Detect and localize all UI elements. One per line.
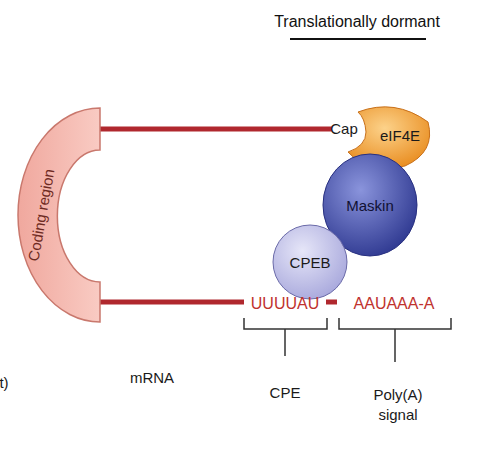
cpeb-protein: CPEB [272, 224, 348, 300]
sequence-label: UUUUAU [251, 293, 319, 315]
node-outline [10, 100, 110, 330]
sequence-label: AAUAAA-A [354, 293, 435, 315]
cropped-text: t) [0, 373, 9, 393]
bracket [339, 318, 451, 362]
mrna-strand [100, 127, 332, 132]
diagram-title: Translationally dormant [274, 13, 440, 31]
element-label: CPE [270, 383, 301, 403]
node-label: Maskin [346, 197, 394, 214]
node-label: CPEB [290, 254, 331, 271]
node-label: eIF4E [380, 127, 420, 144]
mrna-label: mRNA [130, 368, 174, 388]
bracket [244, 318, 327, 356]
node-shape [273, 225, 347, 299]
mrna-strand [326, 300, 337, 305]
node-shape [18, 108, 100, 322]
mrna-strand [100, 300, 244, 305]
cap-label: Cap [330, 119, 358, 139]
title-underline [290, 38, 426, 40]
coding-region-band: Coding region [10, 100, 110, 330]
element-label: Poly(A) signal [362, 385, 434, 426]
